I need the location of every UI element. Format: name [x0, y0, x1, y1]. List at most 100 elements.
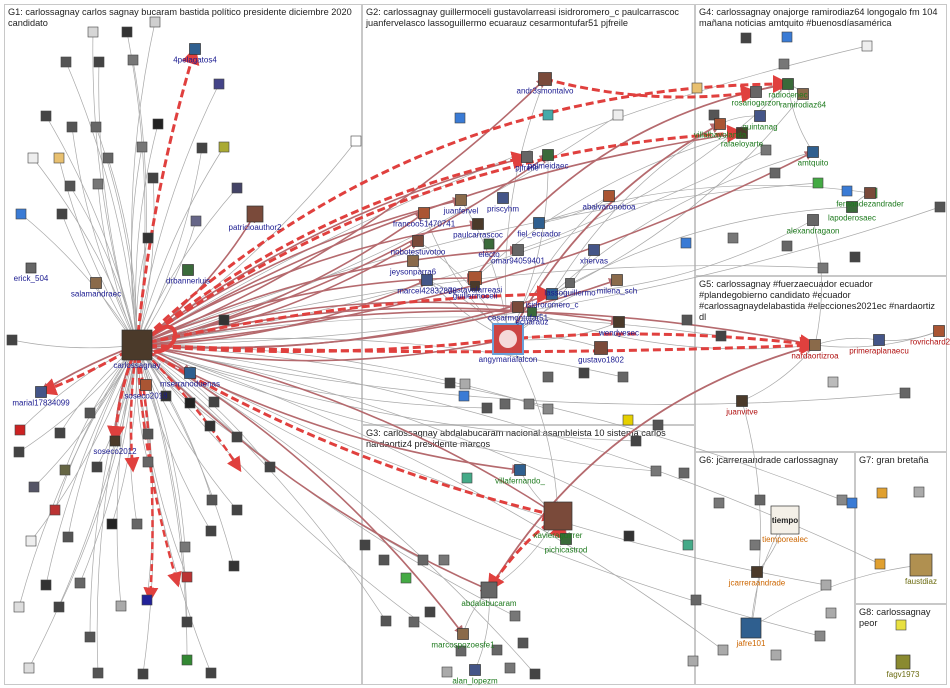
node-rafaeloyarte[interactable]: [736, 127, 748, 139]
node-avatar[interactable]: [149, 16, 161, 28]
node-amtquito[interactable]: [807, 146, 819, 158]
node-salamandra[interactable]: [90, 277, 102, 289]
node-avatar[interactable]: [74, 577, 86, 589]
node-jcarrera[interactable]: [751, 566, 763, 578]
node-avatar[interactable]: [206, 494, 218, 506]
node-avatar[interactable]: [137, 668, 149, 680]
node-avatar[interactable]: [60, 56, 72, 68]
node-lapoderosa[interactable]: [846, 201, 858, 213]
node-avatar[interactable]: [713, 497, 725, 509]
node-avatar[interactable]: [491, 644, 503, 656]
node-avatar[interactable]: [6, 334, 18, 346]
node-erick[interactable]: [25, 262, 37, 274]
node-avatar[interactable]: [455, 645, 467, 657]
node-avatar[interactable]: [147, 172, 159, 184]
node-paulcarrascoc[interactable]: [472, 218, 484, 230]
node-avatar[interactable]: [66, 121, 78, 133]
node-avatar[interactable]: [459, 378, 471, 390]
node-avatar[interactable]: [899, 387, 911, 399]
node-avatar[interactable]: [708, 109, 720, 121]
node-avatar[interactable]: [181, 616, 193, 628]
node-avatar[interactable]: [25, 535, 37, 547]
node-palmeida[interactable]: [542, 149, 554, 161]
node-avatar[interactable]: [400, 572, 412, 584]
node-avatar[interactable]: [913, 486, 925, 498]
node-avatar[interactable]: [231, 431, 243, 443]
node-avatar[interactable]: [56, 208, 68, 220]
node-avatar[interactable]: [228, 560, 240, 572]
node-avatar[interactable]: [617, 371, 629, 383]
node-avatar[interactable]: [623, 530, 635, 542]
node-avatar[interactable]: [218, 141, 230, 153]
node-avatar[interactable]: [127, 54, 139, 66]
node-avatar[interactable]: [62, 531, 74, 543]
node-priscyhm[interactable]: [497, 192, 509, 204]
node-avatar[interactable]: [378, 554, 390, 566]
node-avatar[interactable]: [92, 178, 104, 190]
node-avatar[interactable]: [136, 141, 148, 153]
node-avatar[interactable]: [184, 397, 196, 409]
node-avatar[interactable]: [438, 554, 450, 566]
node-avatar[interactable]: [781, 31, 793, 43]
node-soseco2018[interactable]: [140, 379, 152, 391]
node-avatar[interactable]: [84, 407, 96, 419]
node-avatar[interactable]: [408, 616, 420, 628]
node-avatar[interactable]: [13, 601, 25, 613]
node-faust[interactable]: [909, 553, 933, 577]
node-tiempo[interactable]: [770, 505, 800, 535]
node-avatar[interactable]: [213, 78, 225, 90]
node-avatar[interactable]: [727, 232, 739, 244]
node-avatar[interactable]: [836, 494, 848, 506]
node-avatar[interactable]: [760, 144, 772, 156]
node-avatar[interactable]: [650, 465, 662, 477]
node-avatar[interactable]: [454, 112, 466, 124]
node-avatar[interactable]: [444, 377, 456, 389]
node-alan[interactable]: [469, 664, 481, 676]
node-avatar[interactable]: [54, 427, 66, 439]
node-avatar[interactable]: [142, 428, 154, 440]
node-avatar[interactable]: [91, 461, 103, 473]
node-avatar[interactable]: [814, 630, 826, 642]
node-andr3s[interactable]: [538, 72, 552, 86]
node-villal[interactable]: [714, 118, 726, 130]
node-avatar[interactable]: [578, 367, 590, 379]
node-gustavo1802[interactable]: [594, 341, 608, 355]
node-xavier[interactable]: [543, 501, 573, 531]
node-fernandez[interactable]: [864, 187, 876, 199]
node-avatar[interactable]: [817, 262, 829, 274]
node-avatar[interactable]: [841, 185, 853, 197]
node-avatar[interactable]: [13, 446, 25, 458]
node-avatar[interactable]: [28, 481, 40, 493]
node-avatar[interactable]: [142, 456, 154, 468]
node-abalvaro[interactable]: [603, 190, 615, 202]
node-avatar[interactable]: [205, 525, 217, 537]
node-avatar[interactable]: [64, 180, 76, 192]
node-avatar[interactable]: [14, 424, 26, 436]
node-avatar[interactable]: [205, 667, 217, 679]
node-fagv[interactable]: [895, 654, 911, 670]
node-avatar[interactable]: [504, 662, 516, 674]
node-avatar[interactable]: [849, 251, 861, 263]
node-avatar[interactable]: [542, 371, 554, 383]
node-avatar[interactable]: [691, 82, 703, 94]
node-nobotes[interactable]: [412, 235, 424, 247]
node-avatar[interactable]: [441, 666, 453, 678]
node-avatar[interactable]: [27, 152, 39, 164]
node-avatar[interactable]: [380, 615, 392, 627]
node-avatar[interactable]: [458, 390, 470, 402]
node-avatar[interactable]: [121, 26, 133, 38]
node-marial[interactable]: [35, 386, 47, 398]
node-avatar[interactable]: [499, 398, 511, 410]
node-avatar[interactable]: [874, 558, 886, 570]
node-radio[interactable]: [782, 78, 794, 90]
node-avatar[interactable]: [523, 398, 535, 410]
node-avatar[interactable]: [208, 396, 220, 408]
node-avatar[interactable]: [218, 314, 230, 326]
node-avatar[interactable]: [350, 135, 362, 147]
node-primera[interactable]: [873, 334, 885, 346]
node-carlossagnay[interactable]: [121, 329, 153, 361]
node-avatar[interactable]: [542, 109, 554, 121]
node-mserrano[interactable]: [184, 367, 196, 379]
node-avatar[interactable]: [179, 541, 191, 553]
node-avatar[interactable]: [23, 662, 35, 674]
